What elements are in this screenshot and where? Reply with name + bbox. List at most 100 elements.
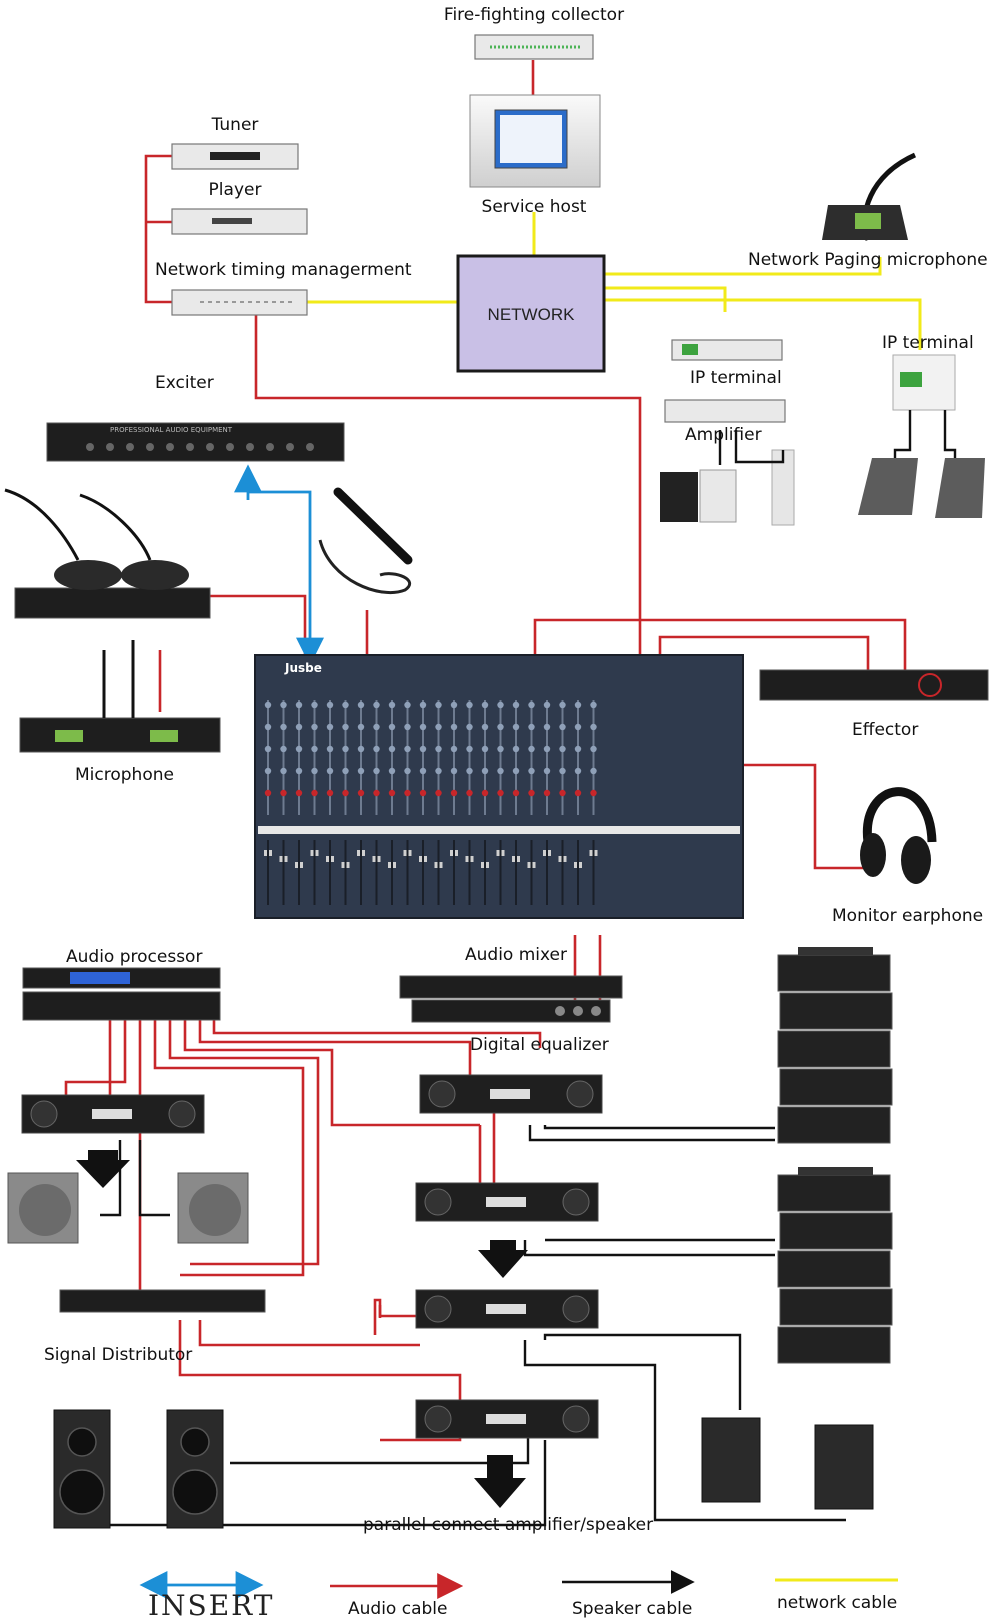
service-host-label: Service host <box>482 197 587 217</box>
mixer-knob <box>481 745 489 753</box>
ip-terminal-right-label: IP terminal <box>882 333 974 353</box>
mixer-knob <box>373 789 380 797</box>
audio-processor-label: Audio processor <box>66 947 202 967</box>
mixer-brand: Jusbe <box>284 661 322 675</box>
mixer-knob <box>295 745 303 753</box>
ip-terminal-right-device <box>858 354 985 518</box>
mixer-knob <box>559 789 566 797</box>
mixer-knob <box>404 745 411 753</box>
line-array-cabinet <box>777 1250 891 1288</box>
mixer-knob <box>435 767 442 775</box>
mixer-knob <box>450 745 458 753</box>
line-array-bracket <box>798 1167 873 1175</box>
mixer-knob <box>543 701 551 709</box>
mixer-knob <box>466 723 473 731</box>
mixer-knob <box>590 789 597 797</box>
player-device <box>171 208 308 235</box>
monitor-earphone-label: Monitor earphone <box>832 906 983 926</box>
mixer-knob <box>326 745 334 753</box>
exciter-device <box>46 422 345 462</box>
line-array-cabinet <box>779 1288 893 1326</box>
mixer-knob <box>311 745 318 753</box>
mixer-knob <box>264 767 272 775</box>
amp-fan <box>562 1405 590 1433</box>
power-amplifier <box>415 1399 599 1439</box>
mixer-knob <box>435 723 442 731</box>
mixer-knob <box>466 767 473 775</box>
mixer-knob <box>590 745 597 753</box>
mixer-knob <box>512 789 520 797</box>
amp-label-plate <box>490 1089 530 1099</box>
mixer-knob <box>326 723 334 731</box>
network-timing-label: Network timing managerment <box>155 260 412 280</box>
mixer-knob <box>512 723 520 731</box>
amp-label-plate <box>486 1304 526 1314</box>
mixer-knob <box>342 767 349 775</box>
down-arrows <box>76 1150 528 1508</box>
speaker-cables <box>90 1125 846 1527</box>
mixer-knob <box>357 789 365 797</box>
mixer-knob <box>388 701 396 709</box>
mixer-knob <box>419 789 427 797</box>
line-array-cabinet <box>777 954 891 992</box>
mixer-knob <box>466 789 473 797</box>
mixer-knob <box>435 789 442 797</box>
player-label: Player <box>209 180 262 200</box>
mixer-knob <box>295 701 303 709</box>
amp-fan <box>562 1295 590 1323</box>
mixer-knob <box>574 723 582 731</box>
mixer-knob <box>559 723 566 731</box>
mixer-knob <box>419 701 427 709</box>
mixer-knob <box>574 767 582 775</box>
mixer-knob <box>373 701 380 709</box>
mixer-knob <box>264 789 272 797</box>
line-array-cabinet <box>777 1030 891 1068</box>
mixer-knob <box>311 767 318 775</box>
line-array-cabinet <box>779 1068 893 1106</box>
exciter-brand: PROFESSIONAL AUDIO EQUIPMENT <box>110 426 233 434</box>
mixer-knob <box>357 767 365 775</box>
signal-distributor-device <box>59 1289 266 1313</box>
digital-equalizer-device <box>399 975 623 1023</box>
headphones-device <box>860 787 937 884</box>
power-amplifier <box>21 1094 205 1134</box>
mixer-knob <box>311 723 318 731</box>
insert-cable <box>234 464 324 666</box>
amp-fan <box>424 1188 452 1216</box>
mixer-knob <box>450 701 458 709</box>
mixer-knob <box>497 789 504 797</box>
mixer-knob <box>512 701 520 709</box>
mixer-knob <box>388 789 396 797</box>
mixer-knob <box>388 767 396 775</box>
mixer-knob <box>419 767 427 775</box>
audio-mixer-label: Audio mixer <box>465 945 567 965</box>
legend-speaker-label: Speaker cable <box>572 1599 692 1619</box>
mixer-knob <box>404 701 411 709</box>
mixer-knob <box>543 767 551 775</box>
mixer-knob <box>528 767 535 775</box>
mixer-knob <box>450 789 458 797</box>
fire-collector-label: Fire-fighting collector <box>444 5 624 25</box>
mixer-knob <box>559 701 566 709</box>
mixer-knob <box>326 701 334 709</box>
microphone-label: Microphone <box>75 765 174 785</box>
mixer-knob <box>388 723 396 731</box>
mixer-knob <box>528 745 535 753</box>
mixer-knob <box>512 745 520 753</box>
mixer-knob <box>528 701 535 709</box>
mixer-knob <box>574 701 582 709</box>
mixer-knob <box>295 723 303 731</box>
digital-equalizer-label: Digital equalizer <box>470 1035 609 1055</box>
mixer-knob <box>481 701 489 709</box>
fire-collector-device <box>474 34 594 60</box>
mixer-knob <box>311 701 318 709</box>
amp-fan <box>168 1100 196 1128</box>
effector-device <box>759 669 989 701</box>
mixer-knob <box>497 701 504 709</box>
tuner-device <box>171 143 299 170</box>
network-timing-device <box>171 289 308 316</box>
mixer-knob <box>450 723 458 731</box>
legend-network-label: network cable <box>777 1593 897 1613</box>
mixer-knob <box>590 767 597 775</box>
